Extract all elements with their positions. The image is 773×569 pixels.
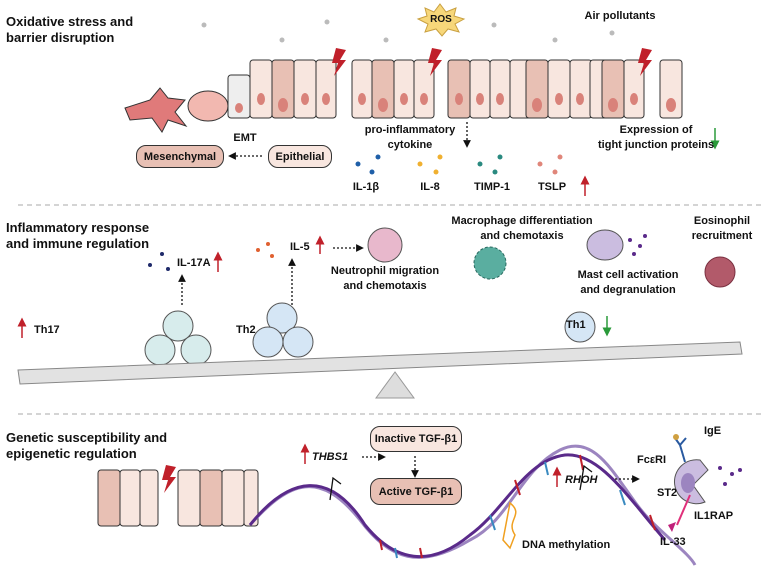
il5-dots [256, 242, 274, 258]
label-line: Mast cell activation [577, 269, 679, 281]
dna-methylation-label: DNA methylation [522, 539, 611, 551]
il5-label: IL-5 [290, 241, 310, 253]
inactive-tgf-box: Inactive TGF-β1 [370, 426, 462, 452]
macrophage-cell [473, 246, 507, 280]
methyl-group-icon [502, 501, 517, 550]
label-line: cytokine [387, 139, 433, 151]
label-line: pro-inflammatory [364, 124, 456, 136]
il1rap-label: IL1RAP [694, 510, 734, 522]
thbs1-promoter-flag [329, 476, 342, 501]
epithelial-cells [124, 59, 683, 133]
th1-label: Th1 [566, 319, 586, 331]
label-line: and degranulation [580, 284, 676, 296]
ros-label: ROS [430, 14, 452, 25]
th1-cell [564, 311, 596, 343]
epithelial-box: Epithelial [268, 145, 332, 168]
neutrophil-cell [367, 227, 403, 263]
ige-label: IgE [704, 425, 722, 437]
st2-label: ST2 [657, 487, 678, 499]
th17-label: Th17 [34, 324, 60, 336]
dna-base-pairs [379, 454, 656, 559]
mesenchymal-box: Mesenchymal [136, 145, 224, 168]
label-line: Eosinophil [693, 215, 751, 227]
mesenchymal-cell [124, 87, 188, 133]
ige-icon [673, 434, 679, 440]
label-line: and chemotaxis [480, 230, 564, 242]
st2-il1rap-receptor-icon [676, 494, 691, 526]
label-line: Expression of [619, 124, 693, 136]
eosinophil-label: Eosinophil recruitment [692, 214, 753, 244]
label-line: Neutrophil migration [330, 265, 440, 277]
th2-cells [252, 302, 314, 358]
il33-ligand-icon [668, 522, 676, 532]
title-line: and immune regulation [6, 236, 150, 251]
title-line: epigenetic regulation [6, 446, 137, 461]
il33-label: IL-33 [660, 536, 686, 548]
cytokine-il1b: IL-1β [352, 181, 380, 193]
cytokine-dots [355, 154, 563, 175]
title-line: Genetic susceptibility and [6, 430, 168, 445]
fceri-ige-receptor-icon [674, 437, 687, 463]
mast-cell [586, 229, 624, 261]
cytokine-label: pro-inflammatory cytokine [365, 123, 455, 153]
title-line: Inflammatory response [6, 220, 150, 235]
cytokine-il8: IL-8 [420, 181, 440, 193]
transitioning-cell [187, 90, 229, 122]
macrophage-label: Macrophage differentiation and chemotaxis [451, 214, 592, 244]
title-line: Oxidative stress and [6, 14, 134, 29]
mast-cell-label: Mast cell activation and degranulation [578, 268, 679, 298]
mast-granules [628, 234, 647, 256]
eosinophil-cell [704, 256, 736, 288]
title-line: barrier disruption [6, 30, 115, 45]
pollutant-particles [201, 19, 615, 43]
ros-burst-icon [416, 3, 466, 37]
seesaw-plank [17, 341, 743, 385]
cytokine-timp1: TIMP-1 [473, 181, 511, 193]
bottom-mast-granules [718, 466, 742, 486]
thbs1-label: THBS1 [312, 451, 349, 463]
label-line: recruitment [691, 230, 753, 242]
label-line: and chemotaxis [343, 280, 427, 292]
mast-nucleus [681, 473, 695, 493]
il17a-dots [148, 252, 170, 271]
cytokine-tslp: TSLP [537, 181, 567, 193]
air-pollutants-label: Air pollutants [584, 10, 656, 22]
active-tgf-box: Active TGF-β1 [370, 478, 462, 505]
seesaw-fulcrum [375, 371, 415, 399]
lightning-icons [162, 48, 652, 493]
label-line: tight junction proteins [598, 139, 715, 151]
tight-junction-label: Expression of tight junction proteins [598, 123, 714, 153]
neutrophil-label: Neutrophil migration and chemotaxis [331, 264, 439, 294]
emt-label: EMT [233, 132, 257, 144]
bottom-epithelial-cells [97, 469, 259, 527]
label-line: Macrophage differentiation [451, 215, 593, 227]
fceri-label: FcεRI [637, 454, 667, 466]
il17a-label: IL-17A [177, 257, 211, 269]
rhoh-promoter-flag [579, 464, 593, 491]
th17-cells [144, 310, 212, 366]
rhoh-label: RHOH [565, 474, 598, 486]
th2-label: Th2 [236, 324, 256, 336]
dna-strand-dark [248, 453, 667, 559]
